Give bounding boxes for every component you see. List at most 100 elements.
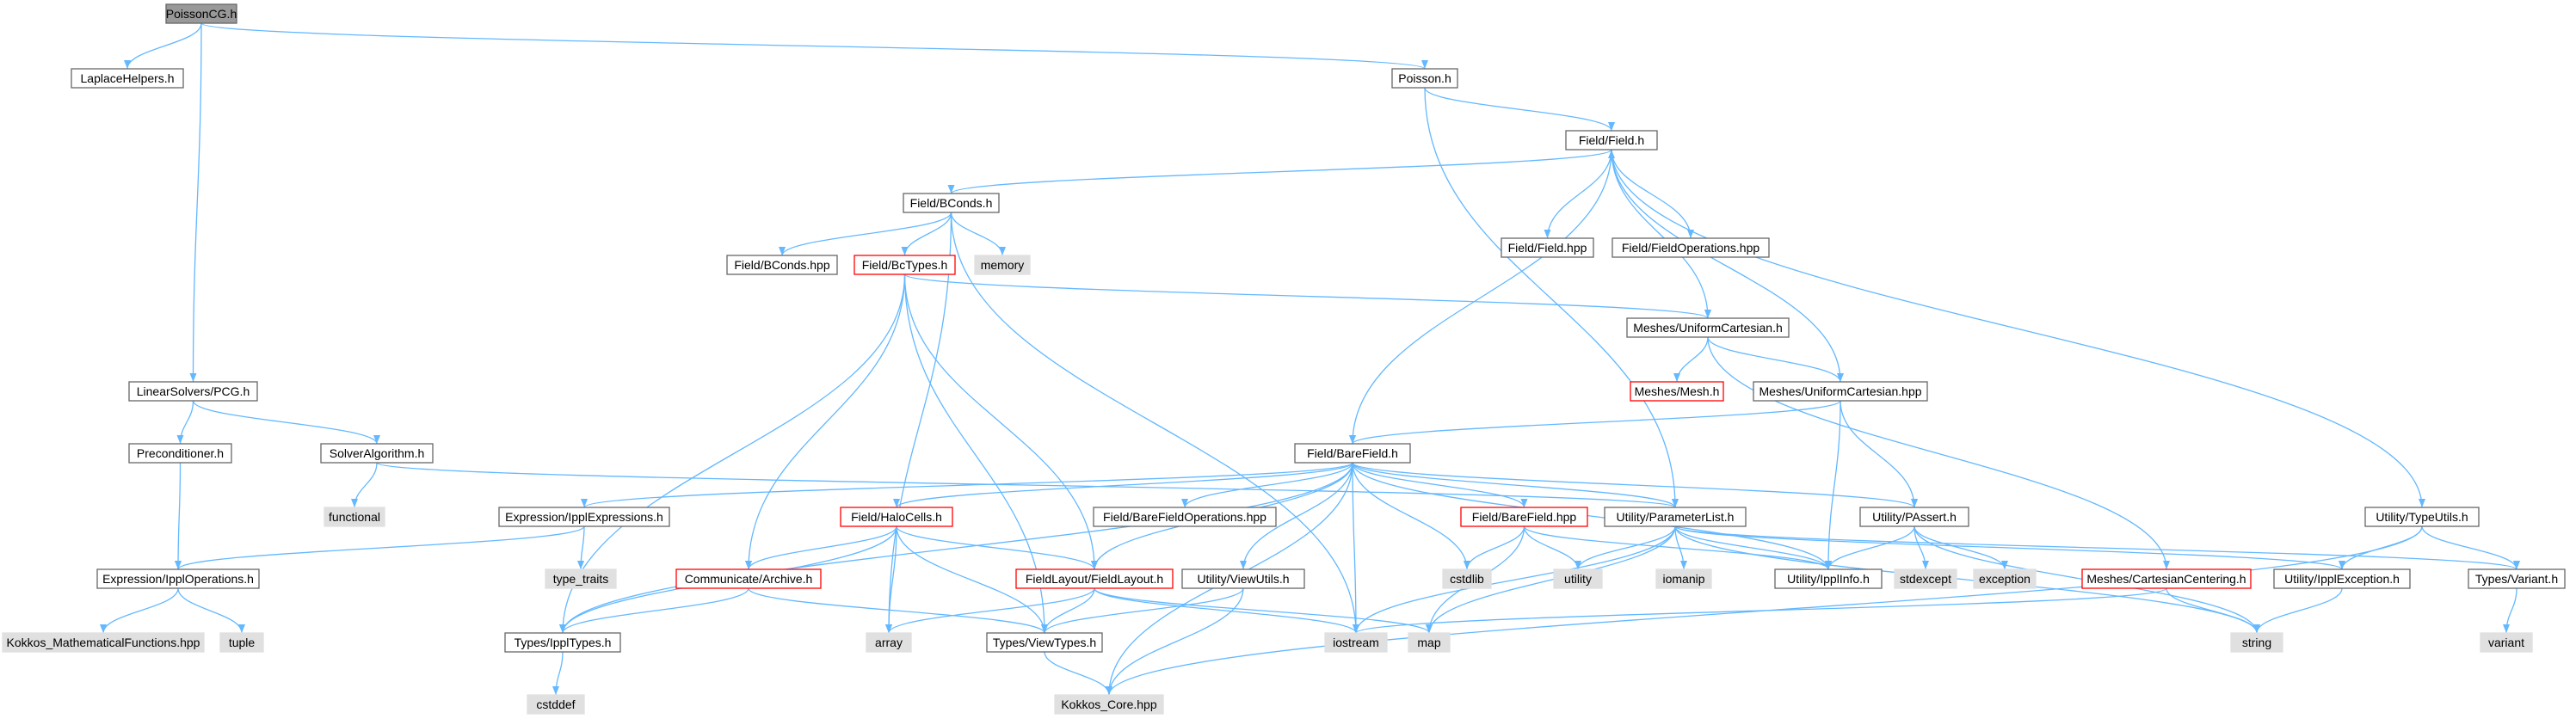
- edge-arrowhead: [373, 435, 380, 444]
- edge-arrowhead: [1091, 561, 1098, 569]
- node-utility_ipplexception[interactable]: Utility/IpplException.h: [2273, 568, 2411, 589]
- node-types_viewtypes[interactable]: Types/ViewTypes.h: [986, 632, 1103, 653]
- edge-line: [583, 462, 1353, 508]
- node-label: SolverAlgorithm.h: [330, 446, 425, 460]
- edge-field_field_h-to-field_bconds_h: [947, 149, 1612, 194]
- node-box: [1093, 507, 1277, 527]
- edge-field_bconds_h-to-field_bctypes_h: [901, 212, 952, 256]
- node-kokkos_core: Kokkos_Core.hpp: [1054, 694, 1164, 715]
- edge-arrowhead: [1608, 122, 1615, 131]
- node-meshes_uc_hpp[interactable]: Meshes/UniformCartesian.hpp: [1753, 381, 1928, 402]
- node-meshes_cartcenter[interactable]: Meshes/CartesianCentering.h: [2081, 568, 2252, 589]
- edge-field_barefield_h-to-utility_ipplinfo: [1352, 462, 1832, 570]
- edge-line: [1352, 462, 1357, 634]
- edge-utility_paramlist-to-utility_ipplexception: [1674, 525, 2345, 570]
- edge-line: [1355, 525, 1676, 634]
- node-label: type_traits: [553, 572, 609, 586]
- node-box: [128, 443, 232, 464]
- node-field_barefieldops[interactable]: Field/BareFieldOperations.hpp: [1093, 507, 1277, 527]
- edge-poisson-to-field_field_h: [1424, 87, 1615, 132]
- node-meshes_mesh_h[interactable]: Meshes/Mesh.h: [1630, 381, 1724, 402]
- node-field_field_hpp[interactable]: Field/Field.hpp: [1501, 237, 1594, 258]
- node-label: Kokkos_Core.hpp: [1061, 697, 1157, 711]
- node-box: [1774, 568, 1883, 589]
- node-field_barefield_hpp[interactable]: Field/BareField.hpp: [1460, 507, 1588, 527]
- node-communicate_archive[interactable]: Communicate/Archive.h: [675, 568, 822, 589]
- node-label: Utility/PAssert.h: [1872, 510, 1957, 524]
- node-poisson[interactable]: Poisson.h: [1391, 68, 1458, 89]
- edge-line: [1674, 525, 2517, 570]
- edge-utility_ipplexception-to-string: [2253, 587, 2343, 634]
- edge-arrowhead: [2503, 624, 2510, 633]
- node-functional: functional: [324, 507, 385, 527]
- node-box: [1655, 568, 1712, 589]
- node-map: map: [1408, 632, 1451, 653]
- node-utility_passert[interactable]: Utility/PAssert.h: [1859, 507, 1969, 527]
- edge-meshes_uc_h-to-meshes_uc_hpp: [1707, 336, 1844, 383]
- node-box: [128, 381, 258, 402]
- node-solveralgorithm[interactable]: SolverAlgorithm.h: [320, 443, 434, 464]
- edge-line: [1611, 149, 1709, 319]
- node-meshes_uc_h[interactable]: Meshes/UniformCartesian.h: [1626, 317, 1790, 338]
- node-label: functional: [329, 510, 380, 524]
- node-label: Field/BcTypes.h: [862, 258, 948, 272]
- edge-field_field_h-to-field_barefield_h: [1349, 149, 1612, 445]
- edge-arrowhead: [1673, 373, 1680, 382]
- node-field_field_h[interactable]: Field/Field.h: [1565, 130, 1658, 151]
- edge-field_barefield_h-to-utility_paramlist: [1352, 462, 1679, 508]
- edge-line: [1424, 87, 1676, 508]
- node-label: iostream: [1333, 636, 1379, 649]
- node-utility_typeutils[interactable]: Utility/TypeUtils.h: [2364, 507, 2480, 527]
- node-box: [840, 507, 953, 527]
- node-poissoncg[interactable]: PoissonCG.h: [165, 3, 237, 24]
- node-field_barefield_h[interactable]: Field/BareField.h: [1294, 443, 1411, 464]
- edge-arrowhead: [1464, 561, 1470, 569]
- node-label: iomanip: [1662, 572, 1704, 586]
- edge-arrowhead: [1922, 561, 1929, 569]
- node-utility_ipplinfo[interactable]: Utility/IpplInfo.h: [1774, 568, 1883, 589]
- edge-line: [354, 462, 378, 508]
- edge-arrowhead: [1520, 499, 1528, 507]
- node-field_bctypes_h[interactable]: Field/BcTypes.h: [854, 255, 956, 275]
- node-field_bconds_h[interactable]: Field/BConds.h: [903, 193, 1000, 213]
- edge-field_barefield_h-to-expr_ipplexpr: [581, 462, 1353, 508]
- edge-line: [1352, 400, 1841, 445]
- node-utility_paramlist[interactable]: Utility/ParameterList.h: [1604, 507, 1747, 527]
- node-box: [96, 568, 260, 589]
- node-expr_ipplexpr[interactable]: Expression/IpplExpressions.h: [498, 507, 670, 527]
- edge-line: [950, 212, 1357, 634]
- edge-arrowhead: [1106, 686, 1112, 695]
- node-field_halocells[interactable]: Field/HaloCells.h: [840, 507, 953, 527]
- edge-arrowhead: [176, 435, 184, 444]
- node-box: [2273, 568, 2411, 589]
- edge-field_barefield_hpp-to-utility: [1523, 525, 1581, 570]
- node-laplacehelpers[interactable]: LaplaceHelpers.h: [71, 68, 184, 89]
- edge-line: [1674, 525, 1829, 570]
- node-fieldlayout[interactable]: FieldLayout/FieldLayout.h: [1015, 568, 1174, 589]
- node-iostream: iostream: [1324, 632, 1388, 653]
- node-types_ippltypes[interactable]: Types/IpplTypes.h: [504, 632, 621, 653]
- node-field_bconds_hpp[interactable]: Field/BConds.hpp: [726, 255, 838, 275]
- node-label: Poisson.h: [1398, 71, 1451, 85]
- node-box: [1626, 317, 1790, 338]
- node-label: stdexcept: [1900, 572, 1951, 586]
- node-types_variant_h[interactable]: Types/Variant.h: [2468, 568, 2566, 589]
- node-label: Field/BareField.h: [1307, 446, 1398, 460]
- edge-field_bconds_h-to-array: [885, 212, 952, 634]
- node-label: Field/Field.hpp: [1508, 241, 1587, 255]
- edge-meshes_uc_hpp-to-field_barefield_h: [1349, 400, 1841, 445]
- node-field_fieldops_hpp[interactable]: Field/FieldOperations.hpp: [1612, 237, 1770, 258]
- edge-field_bconds_h-to-memory: [950, 212, 1006, 256]
- node-label: Field/BConds.hpp: [734, 258, 830, 272]
- edge-types_variant_h-to-variant: [2503, 587, 2517, 634]
- node-linsolvers_pcg[interactable]: LinearSolvers/PCG.h: [128, 381, 258, 402]
- edge-utility_viewutils-to-types_viewtypes: [1041, 587, 1244, 634]
- node-box: [545, 568, 617, 589]
- node-expr_ipplops[interactable]: Expression/IpplOperations.h: [96, 568, 260, 589]
- edge-arrowhead: [999, 247, 1006, 255]
- node-utility_viewutils[interactable]: Utility/ViewUtils.h: [1181, 568, 1305, 589]
- edge-arrowhead: [577, 561, 584, 569]
- edge-meshes_uc_h-to-meshes_cartcenter: [1707, 336, 2170, 570]
- edge-line: [126, 22, 202, 70]
- node-preconditioner[interactable]: Preconditioner.h: [128, 443, 232, 464]
